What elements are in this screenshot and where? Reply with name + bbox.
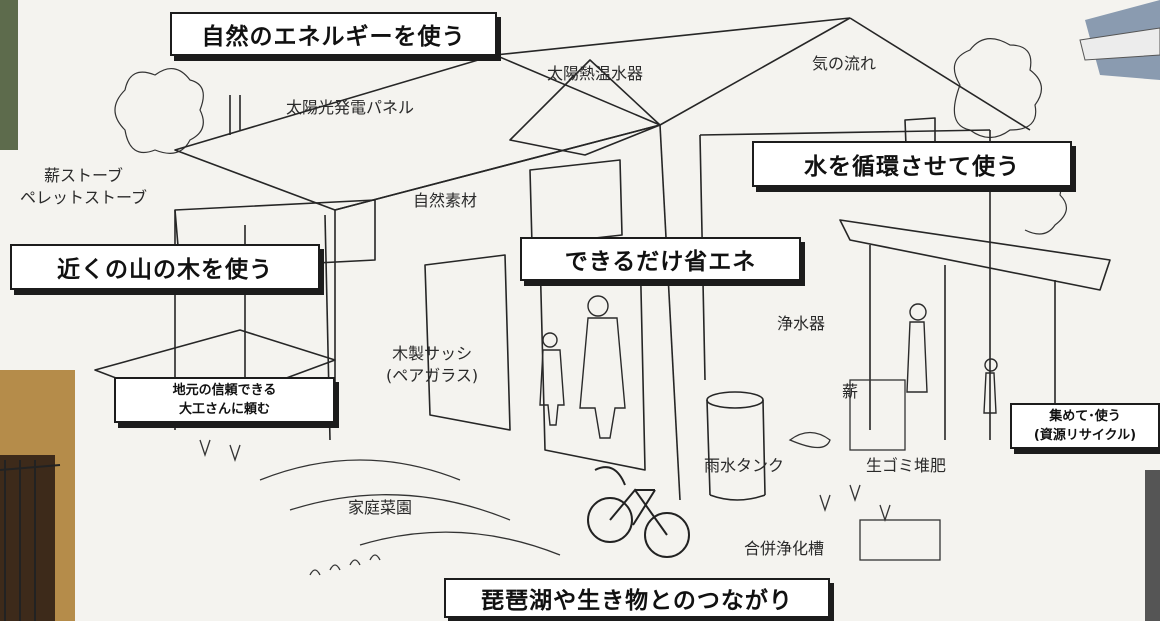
callout-water-cycle: 水を循環させて使う: [752, 141, 1072, 187]
vegetable-garden: [199, 439, 891, 576]
label-solar-panel: 太陽光発電パネル: [286, 98, 415, 117]
callout-local-carpenter: 地元の信頼できる 大工さんに頼む: [114, 377, 335, 423]
label-compost: 生ゴミ堆肥: [866, 456, 947, 475]
label-solar-water-heater: 太陽熱温水器: [547, 64, 644, 83]
callout-local-wood: 近くの山の木を使う: [10, 244, 320, 290]
label-septic-tank: 合併浄化槽: [744, 539, 825, 558]
callout-resource-recycle-line2: (資源リサイクル): [1033, 428, 1137, 443]
label-wooden-sash-line1: 木製サッシ: [392, 344, 473, 363]
right-photo-edge: [1079, 0, 1160, 621]
callout-biwako-connection: 琵琶湖や生き物とのつながり: [444, 578, 830, 618]
septic-and-compost: [788, 379, 941, 561]
label-stoves: 薪ストーブ ペレットストーブ: [20, 165, 147, 209]
label-wooden-sash: 木製サッシ (ペアガラス): [386, 343, 478, 387]
label-wooden-sash-line2: (ペアガラス): [386, 366, 479, 385]
people: [539, 295, 998, 439]
label-water-purifier: 浄水器: [777, 314, 826, 333]
label-firewood: 薪: [842, 382, 859, 401]
label-stove-pellet: ペレットストーブ: [20, 188, 148, 207]
callout-energy-saving: できるだけ省エネ: [520, 237, 801, 281]
callout-resource-recycle-line1: 集めて･使う: [1049, 409, 1121, 424]
label-vegetable-garden: 家庭菜園: [348, 498, 413, 517]
label-stove-firewood: 薪ストーブ: [44, 166, 124, 185]
label-rainwater-tank: 雨水タンク: [704, 456, 785, 475]
callout-resource-recycle: 集めて･使う (資源リサイクル): [1010, 403, 1160, 449]
callout-local-carpenter-line1: 地元の信頼できる: [172, 383, 277, 398]
left-photo-edge: [0, 0, 75, 621]
bicycle: [587, 466, 690, 558]
callout-local-carpenter-line2: 大工さんに頼む: [178, 402, 270, 417]
label-natural-materials: 自然素材: [413, 191, 478, 210]
callout-natural-energy: 自然のエネルギーを使う: [170, 12, 497, 56]
label-airflow: 気の流れ: [812, 54, 877, 73]
